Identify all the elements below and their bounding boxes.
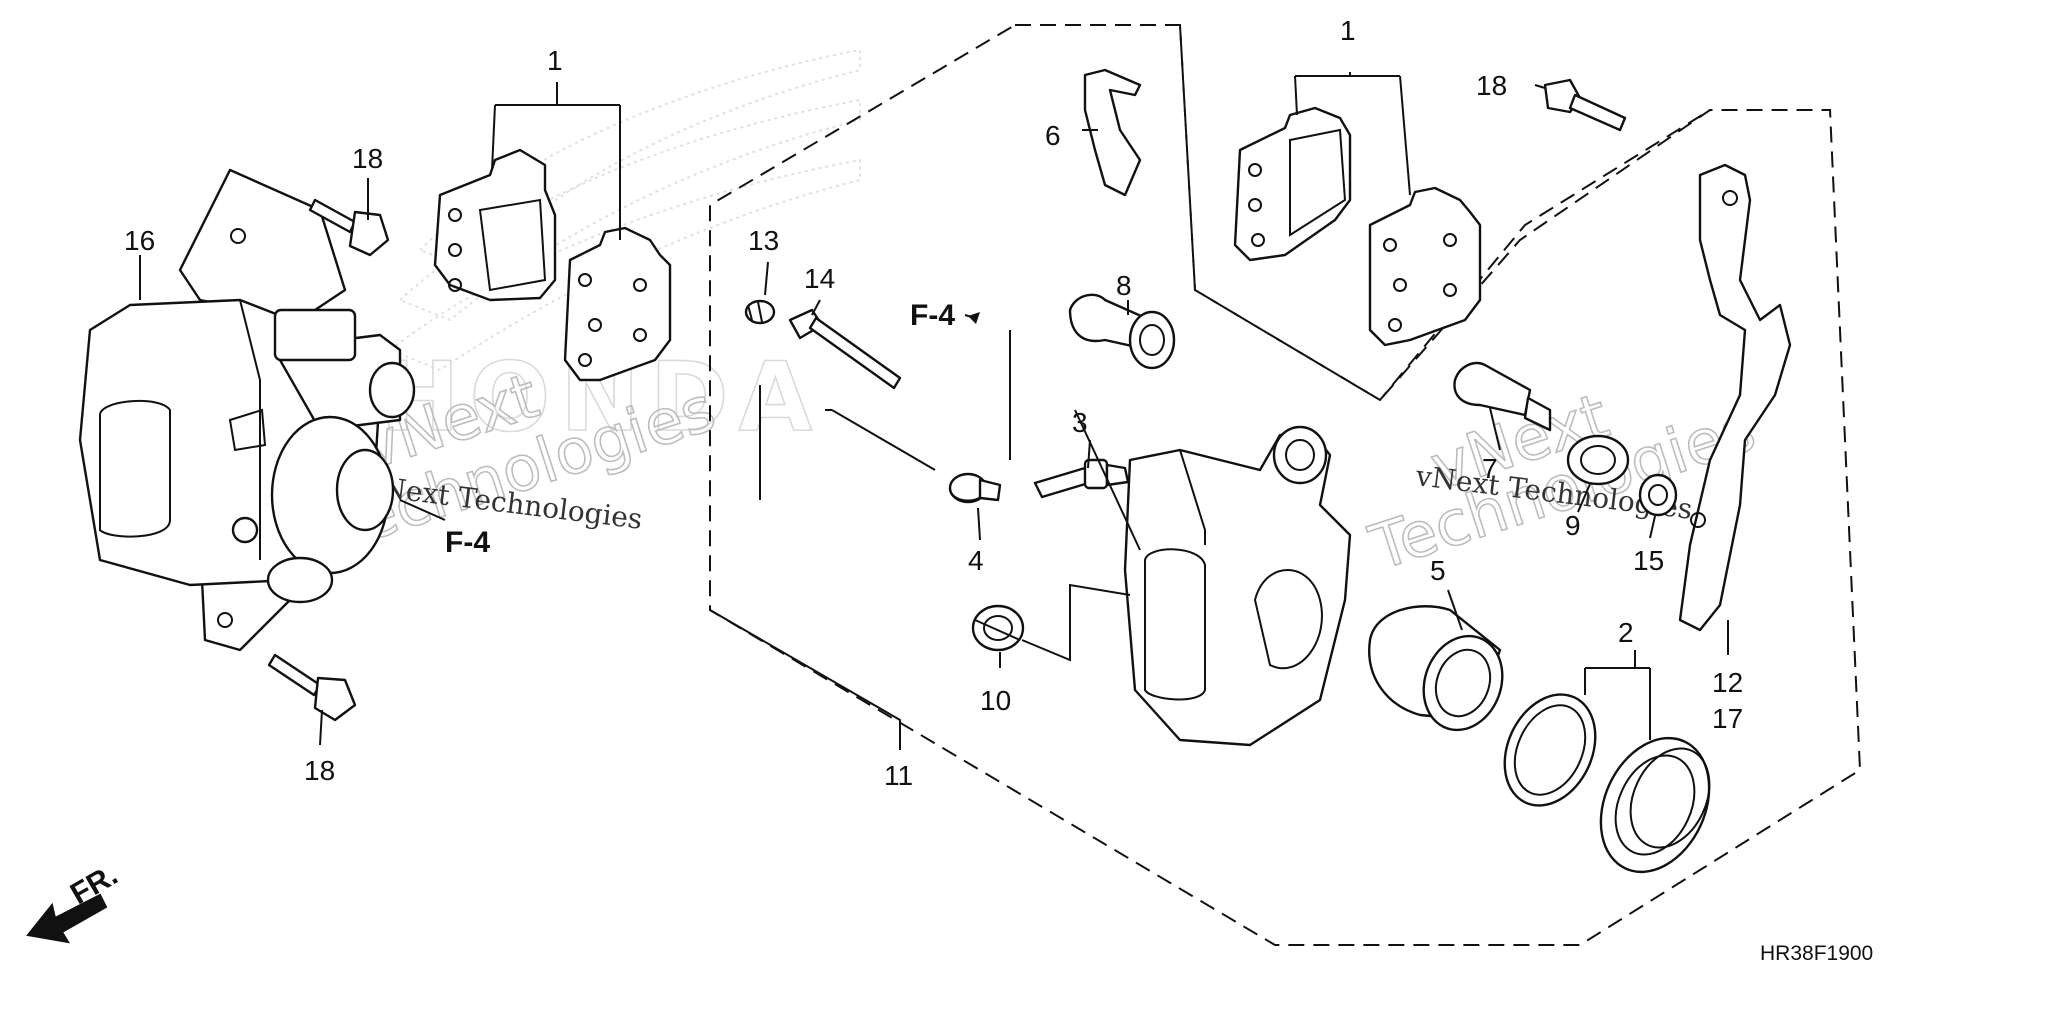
ref-f4-left: F-4	[445, 526, 490, 559]
bleeder-screw-3	[1033, 458, 1130, 499]
callout-18-top-left: 18	[352, 143, 383, 174]
front-direction-label: FR.	[65, 858, 123, 911]
callout-1-left: 1	[547, 45, 563, 76]
callout-labels: 1 1 2 3 4 5 6 7 8 9 10 11 12 13 14 15 16…	[124, 15, 1743, 791]
callout-9: 9	[1565, 510, 1581, 541]
boot-9	[1566, 434, 1630, 486]
pad-pin-14	[788, 308, 902, 390]
piston-seal-2a	[1503, 693, 1597, 807]
bleeder-cap-4	[948, 472, 1002, 504]
callout-1-right: 1	[1340, 15, 1356, 46]
callout-4: 4	[968, 545, 984, 576]
brake-pad-left-1b	[563, 226, 672, 382]
callout-11: 11	[884, 760, 913, 791]
figure-references: F-4 F-4	[445, 299, 980, 559]
callout-16: 16	[124, 225, 155, 256]
boot-13	[744, 299, 776, 325]
flange-bolt-18-top-right	[1543, 78, 1627, 132]
callout-6: 6	[1045, 120, 1061, 151]
callout-14: 14	[804, 263, 835, 294]
callout-15: 15	[1633, 545, 1664, 576]
brake-pad-left-1a	[433, 148, 557, 302]
caliper-pin-8	[1068, 293, 1176, 370]
front-direction-arrow	[26, 893, 108, 944]
pad-spring-6	[1083, 68, 1142, 197]
callout-5: 5	[1430, 555, 1446, 586]
caliper-bracket-12	[1678, 163, 1792, 632]
callout-7: 7	[1482, 453, 1498, 484]
ref-f4-center: F-4	[910, 299, 955, 332]
callout-18-bottom-left: 18	[304, 755, 335, 786]
boot-10	[971, 604, 1025, 652]
caliper-body-11	[1123, 425, 1352, 747]
callout-12: 12	[1712, 667, 1743, 698]
callout-2: 2	[1618, 617, 1634, 648]
brake-pad-right-1a	[1233, 106, 1352, 262]
callout-10: 10	[980, 685, 1011, 716]
dust-seal-2b	[1599, 736, 1711, 874]
callout-17: 17	[1712, 703, 1743, 734]
callout-13: 13	[748, 225, 779, 256]
clip-15	[1638, 473, 1678, 517]
callout-18-top-right: 18	[1476, 70, 1507, 101]
callout-8: 8	[1116, 270, 1132, 301]
brake-pad-right-1b	[1368, 186, 1482, 347]
diagram-code: HR38F1900	[1760, 942, 1873, 965]
flange-bolt-18-top-left	[308, 198, 390, 257]
leader-lines	[139, 72, 1729, 750]
piston-5	[1368, 605, 1504, 732]
assembled-caliper-16	[78, 168, 416, 652]
flange-bolt-18-bottom-left	[267, 653, 357, 722]
pad-set-boundary	[1179, 24, 1711, 402]
sleeve-7	[1453, 361, 1552, 432]
callout-3: 3	[1072, 407, 1088, 438]
